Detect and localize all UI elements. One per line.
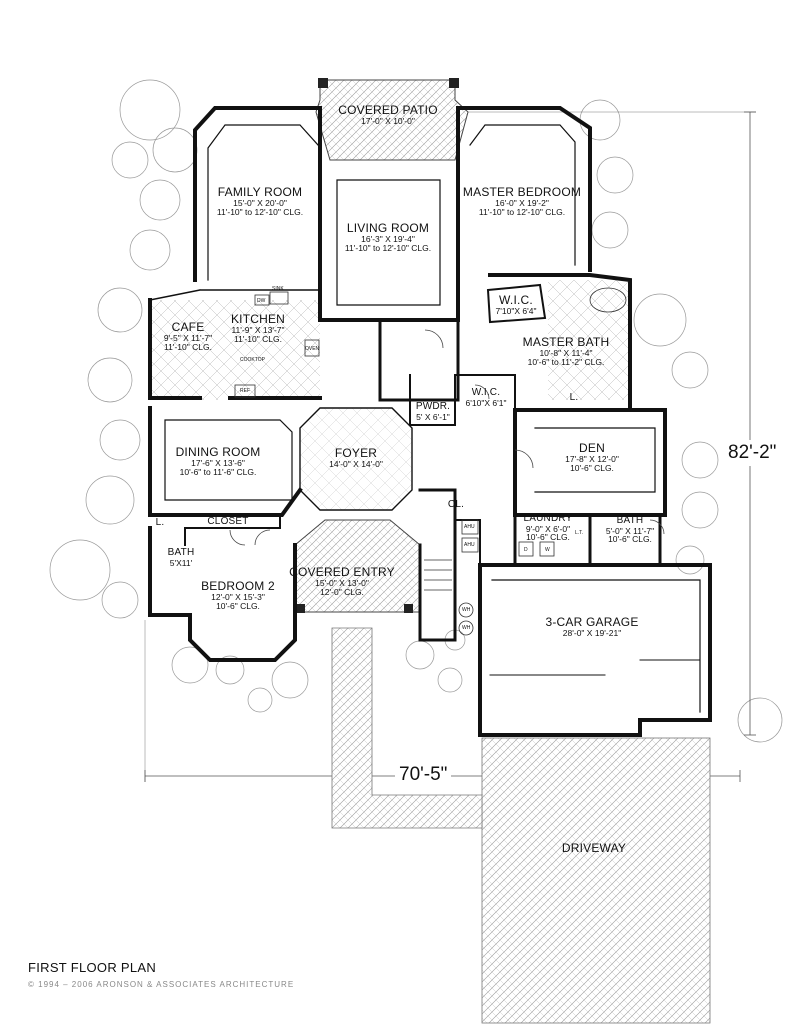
- label-wic-master: W.I.C. 7'10"X 6'4": [495, 293, 537, 316]
- label-garage: 3-CAR GARAGE 28'-0" X 19'-21": [545, 615, 639, 638]
- fixture-ref: REF: [240, 388, 250, 394]
- label-den: DEN 17'-8" X 12'-0" 10'-6" CLG.: [565, 441, 619, 473]
- label-cafe: CAFE 9'-5" X 11'-7" 11'-10" CLG.: [163, 320, 213, 352]
- fixture-dryer: D: [524, 547, 528, 553]
- label-covered-entry: COVERED ENTRY 15'-0" X 13'-0" 12'-0" CLG…: [289, 565, 395, 597]
- label-closet: CLOSET: [207, 516, 249, 527]
- master-bath-tile: [548, 280, 628, 400]
- plan-title: FIRST FLOOR PLAN: [28, 960, 157, 975]
- fixture-sink: SINK: [272, 286, 284, 292]
- label-linen-2: L.: [569, 392, 579, 403]
- label-dining-room: DINING ROOM 17'-6" X 13'-6" 10'-6" to 11…: [175, 445, 261, 477]
- fixture-cooktop: COOKTOP: [240, 357, 265, 363]
- fixture-oven: OVEN: [305, 346, 320, 352]
- fixture-wh-2: WH: [462, 625, 471, 631]
- label-bath-2: BATH 5'-0" X 11'-7" 10'-6" CLG.: [605, 515, 655, 545]
- door-swings: [229, 329, 665, 546]
- fixture-washer: W: [545, 547, 550, 553]
- label-family-room: FAMILY ROOM 15'-0" X 20'-0" 11'-10" to 1…: [216, 185, 304, 217]
- label-covered-patio: COVERED PATIO 17'-0" X 10'-0": [338, 103, 438, 126]
- fixture-wh-1: WH: [462, 607, 471, 613]
- fixture-ahu-2: AHU: [464, 542, 475, 548]
- label-linen-1: L.: [155, 517, 165, 528]
- driveway-area: [481, 737, 711, 1024]
- fixture-lt: L.T.: [575, 530, 584, 536]
- walkway: [331, 627, 483, 829]
- label-wic-hall: W.I.C. 6'10"X 6'1": [465, 387, 507, 408]
- copyright-notice: © 1994 – 2006 ARONSON & ASSOCIATES ARCHI…: [28, 980, 295, 989]
- label-master-bedroom: MASTER BEDROOM 16'-0" X 19'-2" 11'-10" t…: [462, 185, 582, 217]
- kitchen-tile: [150, 300, 320, 400]
- label-living-room: LIVING ROOM 16'-3" X 19'-4" 11'-10" to 1…: [344, 221, 432, 253]
- fixture-dw: DW: [257, 298, 266, 304]
- label-master-bath: MASTER BATH 10'-8" X 11'-4" 10'-6" to 11…: [522, 335, 610, 367]
- overall-depth-dimension: 82'-2": [728, 440, 777, 466]
- label-kitchen: KITCHEN 11'-9" X 13'-7" 11'-10" CLG.: [230, 312, 286, 344]
- label-bath-1: BATH 5'X11': [167, 547, 195, 568]
- label-bedroom-2: BEDROOM 2 12'-0" X 15'-3" 10'-6" CLG.: [201, 579, 275, 611]
- label-driveway: DRIVEWAY: [561, 841, 627, 855]
- fixture-ahu-1: AHU: [464, 524, 475, 530]
- overall-width-dimension: 70'-5": [395, 764, 452, 786]
- label-foyer: FOYER 14'-0" X 14'-0": [329, 446, 383, 469]
- label-powder: PWDR. 5' X 6'-1": [415, 401, 451, 422]
- walls: [148, 106, 712, 737]
- label-closet-cl: CL.: [447, 499, 465, 510]
- label-laundry: LAUNDRY 9'-0" X 6'-0" 10'-6" CLG.: [523, 513, 573, 543]
